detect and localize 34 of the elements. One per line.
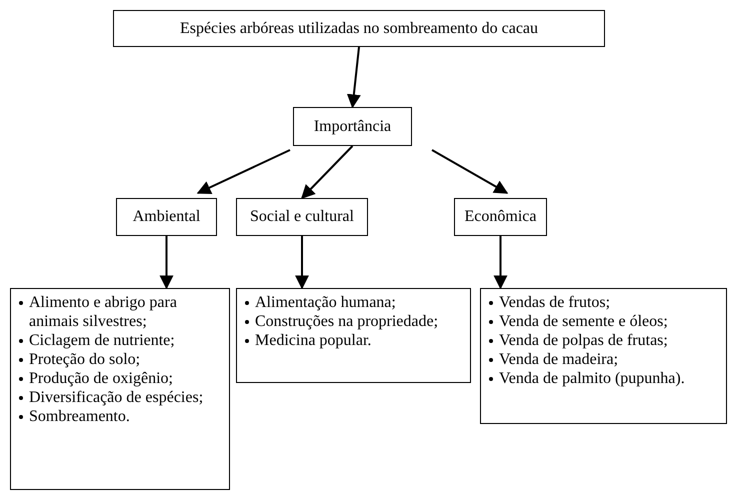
arrow [160, 236, 174, 290]
arrow [494, 236, 508, 290]
category-box [113, 10, 605, 47]
list-item: Ciclagem de nutriente; [29, 331, 175, 350]
box-label: Social e cultural [250, 208, 354, 226]
box-label: Econômica [464, 208, 536, 226]
list-item: Proteção do solo; [29, 350, 140, 369]
arrow [346, 46, 361, 108]
list-box [480, 288, 727, 424]
list-item: Diversificação de espécies; [29, 388, 204, 407]
category-box [293, 107, 412, 146]
category-box [454, 198, 547, 236]
category-box [236, 198, 368, 236]
list-item: Alimentação humana; [255, 293, 396, 312]
arrow [295, 236, 309, 290]
arrow [301, 145, 354, 199]
box-label: Ambiental [132, 208, 200, 226]
list-item: Venda de semente e óleos; [499, 312, 668, 331]
list-item: Produção de oxigênio; [29, 369, 173, 388]
list-item: Vendas de frutos; [499, 293, 610, 312]
box-label: Importância [314, 118, 392, 136]
list-item: Venda de polpas de frutas; [499, 331, 668, 350]
list-box [10, 288, 230, 490]
list-item: Venda de madeira; [499, 350, 618, 369]
list-item: Venda de palmito (pupunha). [499, 369, 685, 388]
list-item: Medicina popular. [255, 331, 372, 350]
box-label: Espécies arbóreas utilizadas no sombreamento do cacau [180, 20, 538, 38]
category-box [116, 198, 217, 236]
list-item: Alimento e abrigo para animais silvestres; [29, 293, 178, 331]
arrow [196, 149, 290, 194]
list-item: Sombreamento. [29, 407, 130, 426]
arrow [432, 149, 508, 194]
list-item: Construções na propriedade; [255, 312, 438, 331]
list-box [236, 288, 471, 383]
